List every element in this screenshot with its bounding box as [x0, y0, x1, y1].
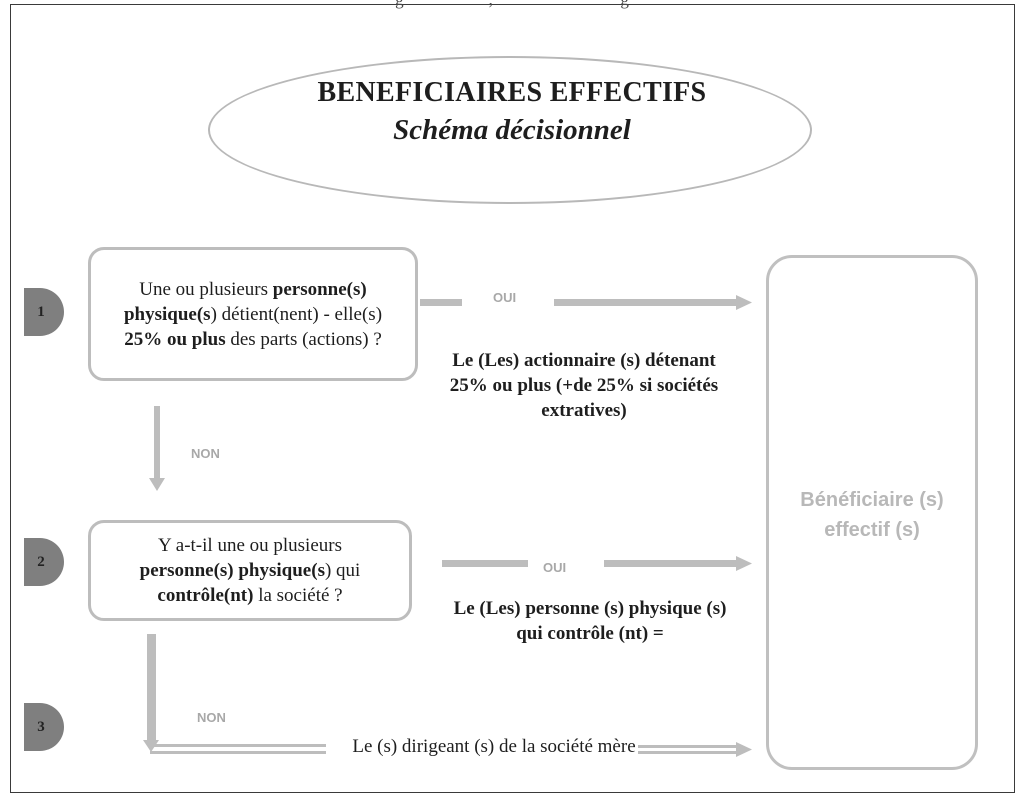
arrow-1-segment-a [420, 299, 462, 306]
arrow-4-line-bottom [150, 751, 326, 754]
arrow-3-segment-a [442, 560, 528, 567]
arrow-5-line-bottom [638, 751, 738, 754]
arrow-1-head [736, 295, 752, 310]
step-badge-2: 2 [24, 538, 64, 586]
beneficiary-box [766, 255, 978, 770]
arrow-2-shaft [154, 406, 160, 480]
question-box-2: Y a-t-il une ou plusieurs personne(s) ph… [88, 520, 412, 621]
diagram-subtitle: Schéma décisionnel [393, 114, 631, 146]
question-2-text: Y a-t-il une ou plusieurs personne(s) ph… [139, 535, 361, 606]
question-box-1: Une ou plusieurs personne(s) physique(s)… [88, 247, 418, 381]
non-label-1: NON [191, 446, 220, 461]
arrow-3-segment-b [604, 560, 738, 567]
arrow-4-line-top [150, 744, 326, 747]
non-label-2: NON [197, 710, 226, 725]
step-badge-3: 3 [24, 703, 64, 751]
oui-label-1: OUI [493, 290, 517, 305]
question-1-text: Une ou plusieurs personne(s) physique(s)… [123, 278, 383, 350]
diagram-frame [10, 4, 1015, 793]
title-ellipse [208, 56, 812, 204]
result-shareholders: Le (Les) actionnaire (s) détenant 25% ou… [449, 350, 719, 421]
arrow-4-shaft [147, 634, 156, 744]
diagram-title: BENEFICIAIRES EFFECTIFS [317, 77, 707, 108]
arrow-5-line-top [638, 745, 738, 748]
beneficiary-label: Bénéficiaire (s) effectif (s) [800, 489, 944, 541]
arrow-3-head [736, 556, 752, 571]
clipped-header-text: g , g [0, 0, 1024, 9]
step-badge-1: 1 [24, 288, 64, 336]
arrow-5-head [736, 742, 752, 757]
arrow-2-head [149, 478, 165, 491]
oui-label-2: OUI [543, 560, 567, 575]
result-parent-directors: Le (s) dirigeant (s) de la société mère [352, 736, 636, 757]
arrow-1-segment-b [554, 299, 738, 306]
result-controllers: Le (Les) personne (s) physique (s) qui c… [453, 598, 727, 644]
